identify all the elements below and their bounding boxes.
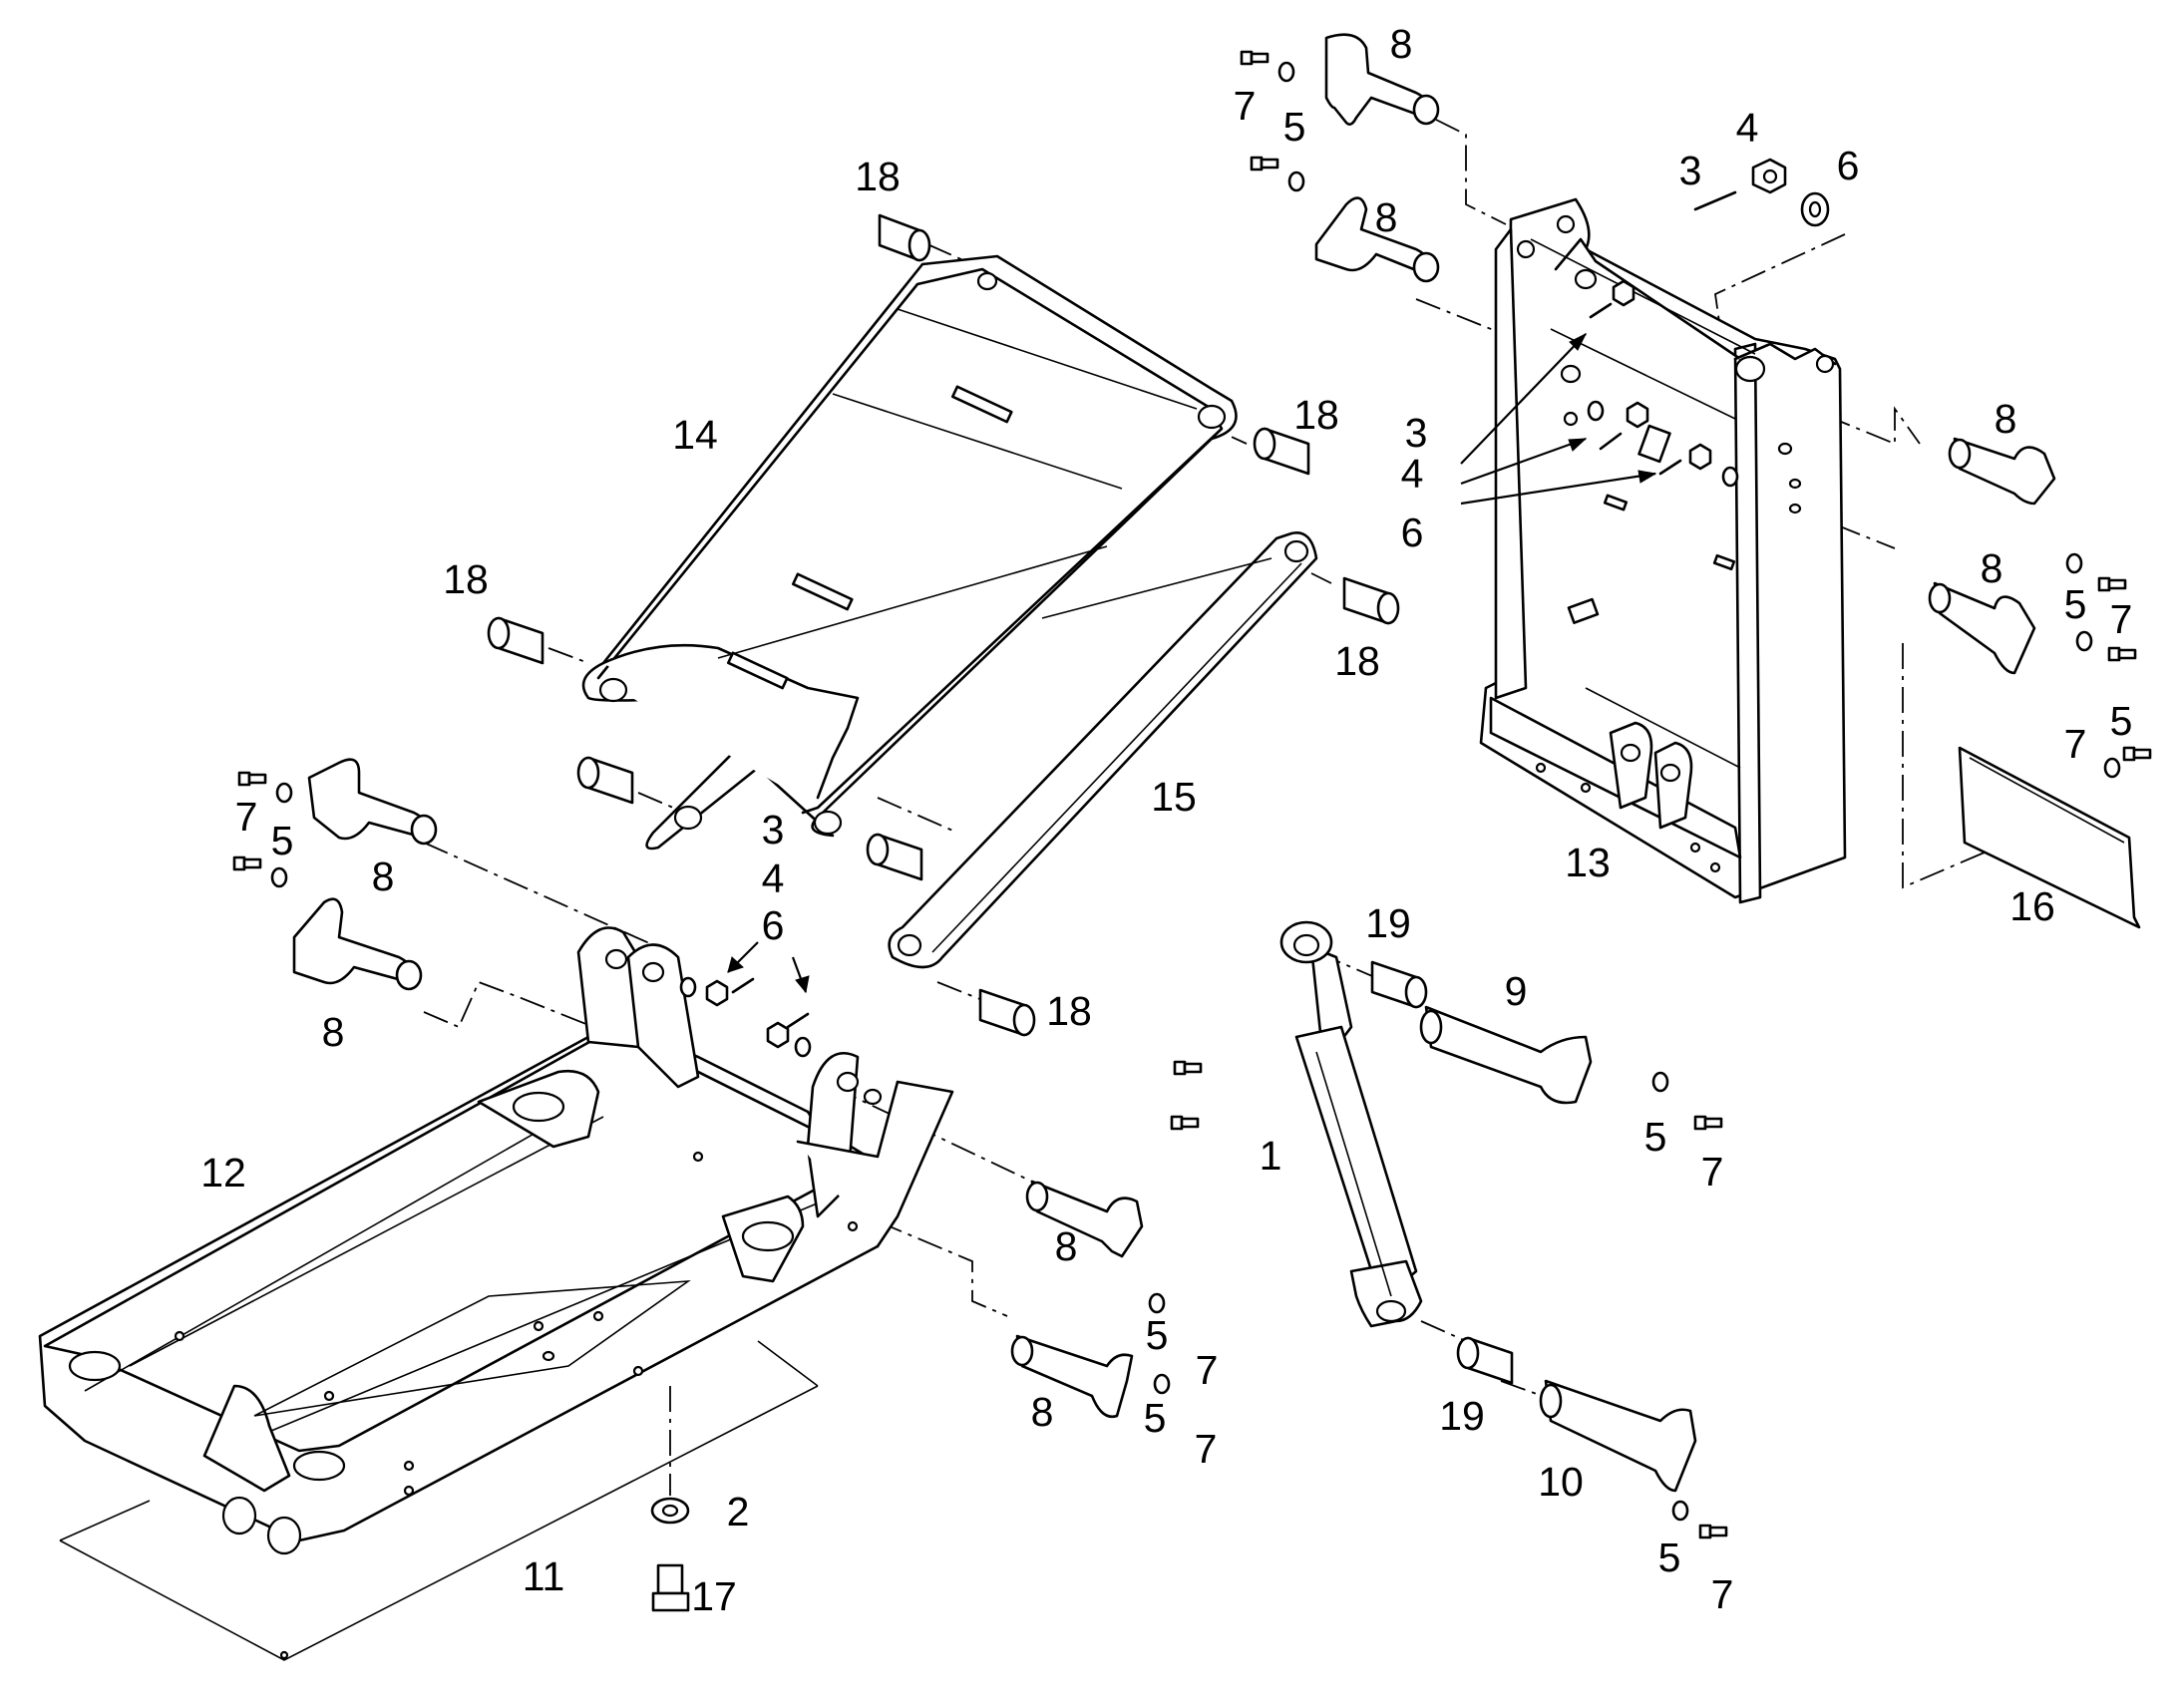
bottom-plate (59, 1279, 819, 1661)
callout-15: 15 (1151, 774, 1197, 820)
callout-5: 5 (1146, 1312, 1169, 1358)
callout-7: 7 (1234, 83, 1257, 129)
callout-5: 5 (2110, 698, 2133, 744)
callout-5: 5 (1644, 1114, 1667, 1160)
callout-18: 18 (1046, 988, 1092, 1034)
callout-4: 4 (1401, 451, 1424, 497)
side-plate (1958, 746, 2141, 929)
tower-frame (1479, 197, 1847, 904)
base-frame (38, 926, 954, 1555)
callout-7: 7 (1195, 1426, 1218, 1472)
hardware (232, 50, 2152, 1612)
callout-6: 6 (1837, 143, 1860, 188)
callout-13: 13 (1565, 840, 1611, 885)
lift-arm (581, 254, 1238, 851)
callout-14: 14 (672, 412, 718, 458)
callout-4: 4 (1736, 105, 1759, 151)
callout-arrows (727, 332, 1657, 994)
callout-10: 10 (1538, 1459, 1584, 1505)
callout-3: 3 (762, 807, 785, 853)
callout-19: 19 (1439, 1393, 1485, 1439)
link-arm (888, 531, 1318, 969)
callout-8: 8 (1995, 396, 2017, 442)
callout-19: 19 (1365, 900, 1411, 946)
callout-8: 8 (1981, 545, 2003, 591)
callout-7: 7 (2110, 596, 2133, 642)
callout-11: 11 (523, 1553, 565, 1599)
callout-9: 9 (1505, 968, 1528, 1014)
callout-7: 7 (1196, 1347, 1219, 1393)
callout-8: 8 (1375, 194, 1398, 240)
pins (292, 33, 2056, 1493)
callout-4: 4 (762, 855, 785, 901)
callout-18: 18 (1293, 392, 1339, 438)
callout-8: 8 (1055, 1223, 1078, 1269)
callout-7: 7 (1711, 1571, 1734, 1617)
callout-5: 5 (1144, 1395, 1167, 1441)
callout-8: 8 (1390, 21, 1413, 67)
callout-1: 1 (1260, 1133, 1282, 1179)
callout-8: 8 (322, 1009, 345, 1055)
callout-7: 7 (235, 794, 258, 840)
callout-16: 16 (2009, 883, 2055, 929)
callout-2: 2 (727, 1489, 750, 1535)
callout-5: 5 (271, 818, 294, 863)
callout-12: 12 (200, 1150, 246, 1196)
callout-6: 6 (1401, 510, 1424, 555)
callout-3: 3 (1405, 410, 1428, 456)
callout-6: 6 (762, 902, 785, 948)
callout-3: 3 (1679, 148, 1702, 193)
callout-8: 8 (372, 854, 395, 899)
callout-5: 5 (1283, 104, 1306, 150)
callout-8: 8 (1031, 1389, 1054, 1435)
callout-5: 5 (2064, 581, 2087, 627)
callout-7: 7 (2064, 721, 2087, 767)
callout-18: 18 (1334, 638, 1380, 684)
callout-17: 17 (691, 1573, 737, 1619)
callout-7: 7 (1701, 1149, 1724, 1195)
cylinder (1279, 920, 1423, 1328)
bushings (487, 213, 1514, 1385)
callout-18: 18 (855, 154, 901, 199)
callout-5: 5 (1658, 1535, 1681, 1580)
callout-18: 18 (443, 556, 489, 602)
